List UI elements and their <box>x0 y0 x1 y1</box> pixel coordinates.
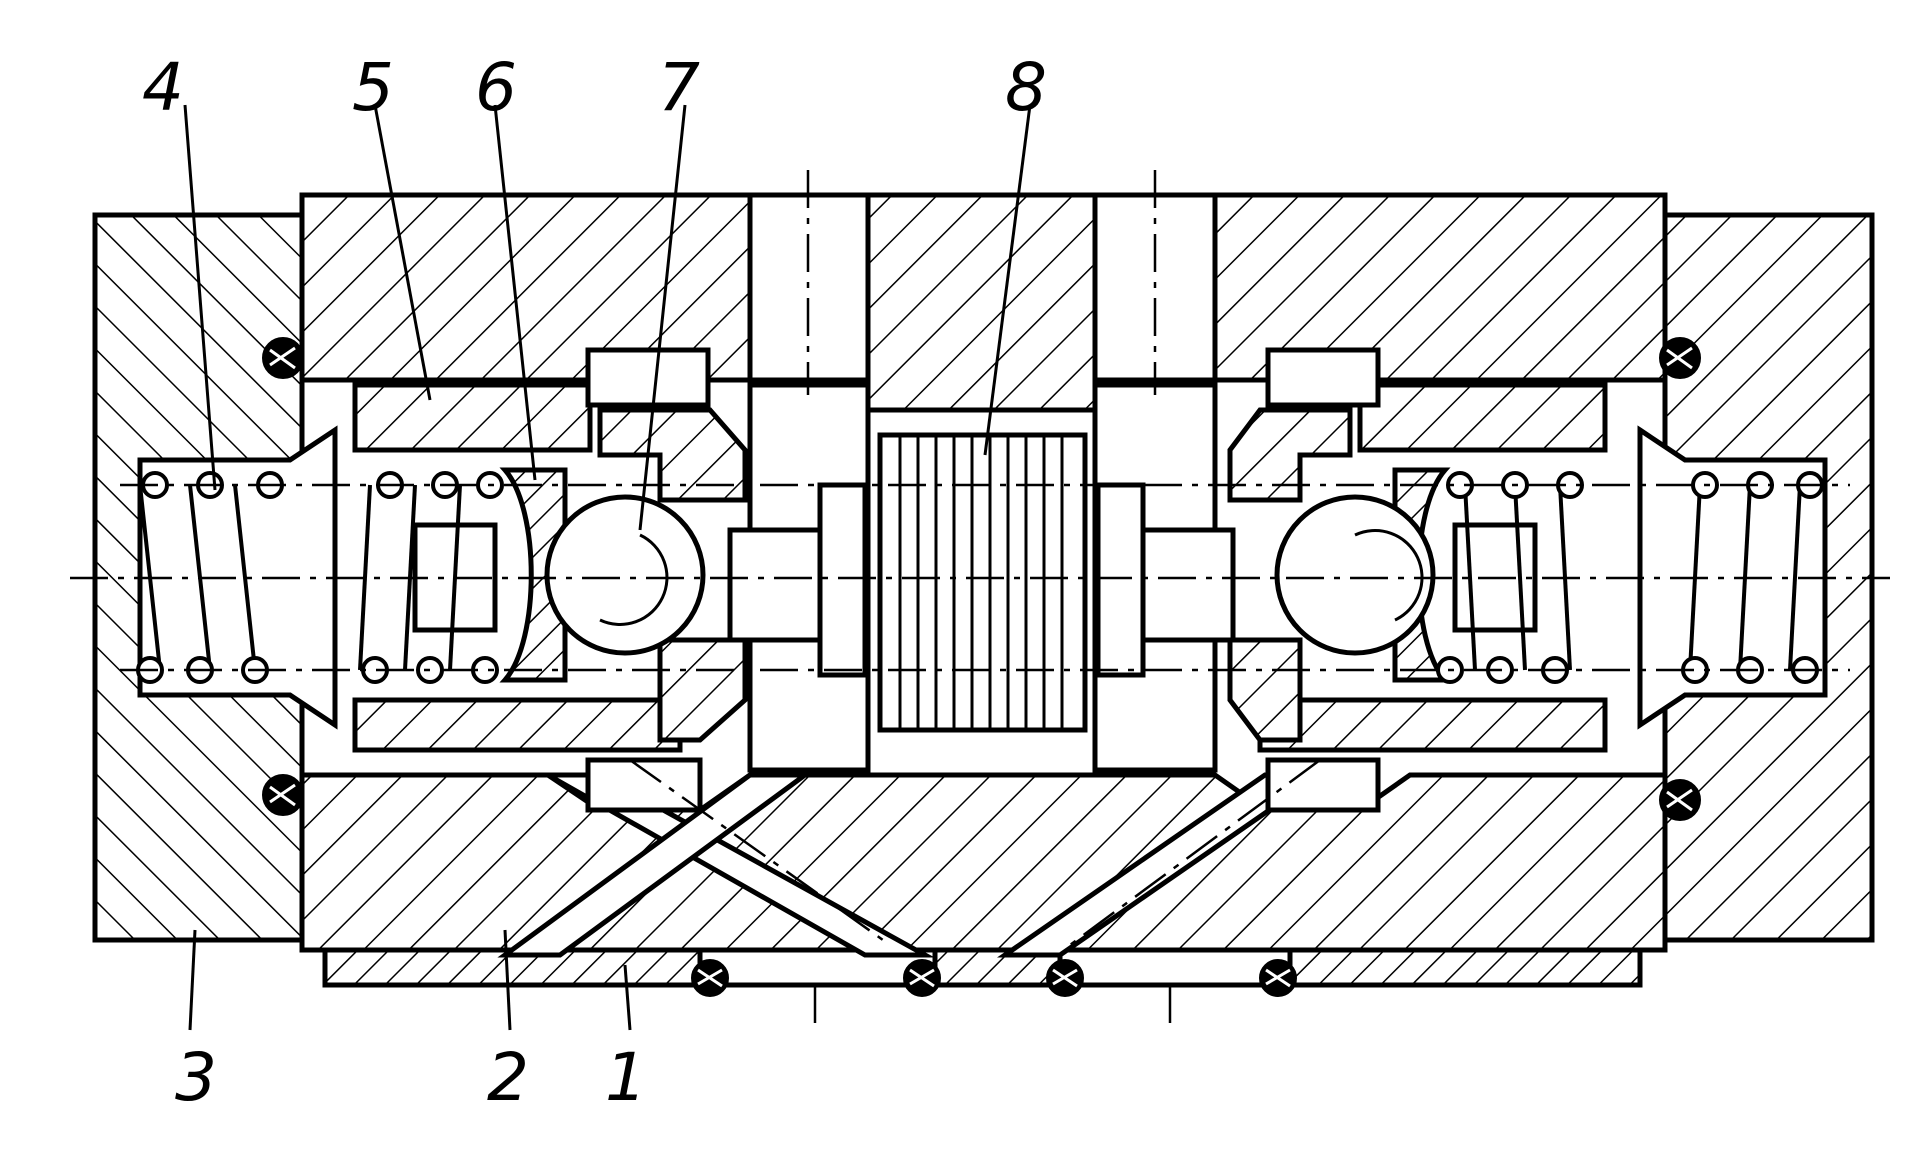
right-check-ball <box>1274 467 1538 683</box>
o-ring <box>1659 337 1701 379</box>
left-end-cap <box>92 212 338 943</box>
o-ring <box>262 774 304 816</box>
leader-lines <box>183 104 1032 1031</box>
filter-stack <box>877 432 1088 733</box>
o-ring <box>262 337 304 379</box>
leader-8 <box>983 104 1032 456</box>
leader-3 <box>188 929 197 1031</box>
o-ring <box>1659 779 1701 821</box>
body-top <box>299 192 1668 413</box>
label-8: 8 <box>1005 49 1047 126</box>
label-7: 7 <box>658 49 700 126</box>
o-ring <box>1046 959 1084 997</box>
o-ring <box>1259 959 1297 997</box>
leader-5 <box>373 104 432 401</box>
leader-4 <box>183 104 217 491</box>
leader-6 <box>493 104 537 481</box>
leader-2 <box>503 929 512 1031</box>
label-1: 1 <box>605 1039 647 1116</box>
leader-1 <box>623 964 632 1031</box>
label-2: 2 <box>487 1039 529 1116</box>
body-bottom <box>299 772 1668 953</box>
o-rings <box>262 337 1701 997</box>
o-ring <box>691 959 729 997</box>
label-4: 4 <box>142 49 184 126</box>
port-blocks <box>585 347 1381 813</box>
inclined-passages <box>497 772 1329 958</box>
callout-labels: 4 5 6 7 8 3 2 1 <box>142 49 1047 1116</box>
label-6: 6 <box>475 49 517 126</box>
leader-7 <box>638 104 687 531</box>
label-5: 5 <box>352 49 394 126</box>
o-ring <box>903 959 941 997</box>
right-sleeve <box>1227 382 1608 753</box>
center-lines <box>70 170 1890 1025</box>
label-3: 3 <box>175 1039 217 1116</box>
